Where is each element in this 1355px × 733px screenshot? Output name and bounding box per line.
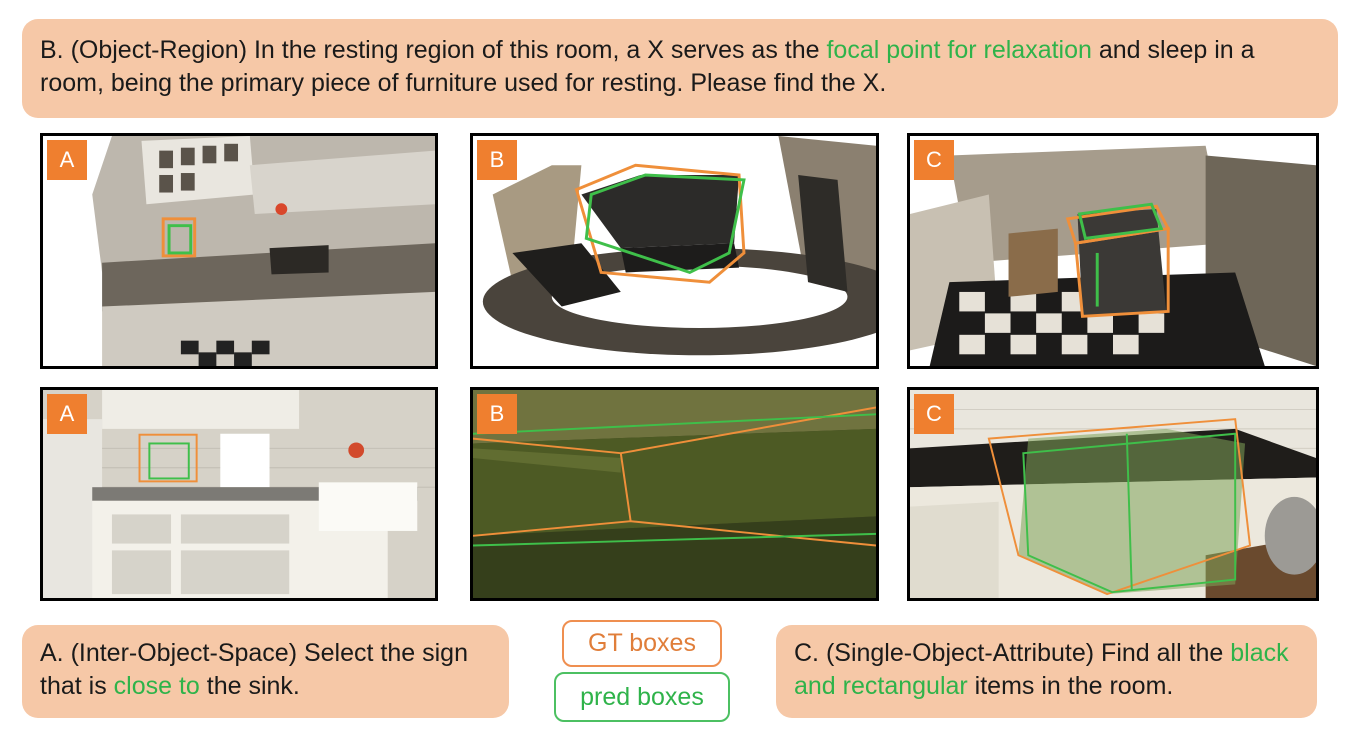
- pointcloud-scene: [473, 136, 876, 366]
- legend-pred-boxes: pred boxes: [554, 672, 730, 722]
- caption-highlight: black and rectangular: [794, 639, 1289, 700]
- panel-label: C: [914, 140, 954, 180]
- pointcloud-scene: [910, 136, 1316, 366]
- caption-object-region: B. (Object-Region) In the resting region…: [22, 19, 1338, 118]
- photo-scene: [43, 390, 435, 598]
- caption-text: A. (Inter-Object-Space) Select the sign …: [40, 639, 468, 700]
- panel-image-a: A: [40, 387, 438, 601]
- caption-inter-object-space: A. (Inter-Object-Space) Select the sign …: [22, 625, 509, 718]
- legend-gt-boxes: GT boxes: [562, 620, 722, 667]
- caption-text: items in the room.: [967, 672, 1174, 700]
- panel-label: C: [914, 394, 954, 434]
- caption-text: B. (Object-Region) In the resting region…: [40, 36, 827, 64]
- caption-single-object-attribute: C. (Single-Object-Attribute) Find all th…: [776, 625, 1317, 718]
- panel-label: A: [47, 140, 87, 180]
- panel-image-c: C: [907, 387, 1319, 601]
- caption-text: and sleep in a room, being the primary p…: [40, 36, 1255, 97]
- caption-text: C. (Single-Object-Attribute) Find all th…: [794, 639, 1231, 667]
- caption-text: the sink.: [199, 672, 300, 700]
- panel-label: A: [47, 394, 87, 434]
- panel-image-b: B: [470, 387, 879, 601]
- panel-label: B: [477, 394, 517, 434]
- panel-label: B: [477, 140, 517, 180]
- photo-scene: [910, 390, 1316, 598]
- caption-highlight: focal point for relaxation: [826, 36, 1092, 64]
- panel-pointcloud-b: B: [470, 133, 879, 369]
- pointcloud-scene: [43, 136, 435, 366]
- caption-highlight: close to: [113, 672, 200, 700]
- panel-pointcloud-a: A: [40, 133, 438, 369]
- photo-scene: [473, 390, 876, 598]
- panel-pointcloud-c: C: [907, 133, 1319, 369]
